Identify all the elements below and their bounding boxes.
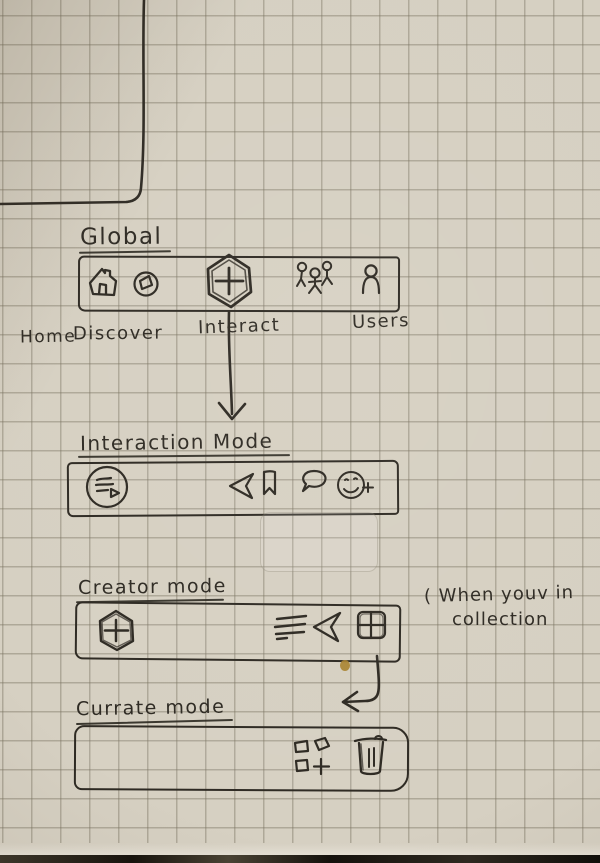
paper-bottom-edge (0, 843, 600, 857)
section-title-global: Global (79, 223, 163, 251)
section-title-interaction: Interaction Mode (79, 428, 274, 456)
section-title-currate: Currate mode (75, 695, 226, 721)
tape-smudge (260, 512, 378, 572)
global-underline (78, 250, 172, 254)
feed-list-cursor-icon (84, 464, 130, 510)
caption-discover: Discover (72, 322, 164, 345)
users-group-icon (294, 258, 342, 302)
paper-stain (340, 660, 350, 671)
cursor-pointer-icon (226, 470, 258, 502)
discover-icon (131, 269, 161, 299)
add-to-collection-icon (288, 734, 340, 780)
table-edge (0, 855, 600, 863)
caption-users: Users (351, 309, 411, 334)
annotation-line1: ( When youv in (423, 582, 575, 607)
caption-interact: Interact (197, 314, 281, 339)
grid-window-icon (351, 605, 391, 645)
interaction-underline (77, 454, 291, 459)
user-icon (356, 261, 386, 297)
bookmark-icon (260, 468, 280, 498)
interact-icon (200, 251, 258, 311)
home-icon (86, 263, 124, 301)
section-title-creator: Creator mode (77, 574, 227, 600)
trash-icon (349, 731, 391, 779)
comment-bubble-icon (296, 468, 330, 500)
annotation-line2: collection (452, 609, 549, 630)
cursor-pointer-creator-icon (309, 608, 345, 646)
caption-home: Home (19, 326, 77, 348)
menu-lines-icon (270, 611, 310, 645)
hexagon-plus-icon (94, 607, 138, 653)
frame-corner-sketch (0, 0, 146, 206)
add-reaction-icon (334, 466, 376, 504)
